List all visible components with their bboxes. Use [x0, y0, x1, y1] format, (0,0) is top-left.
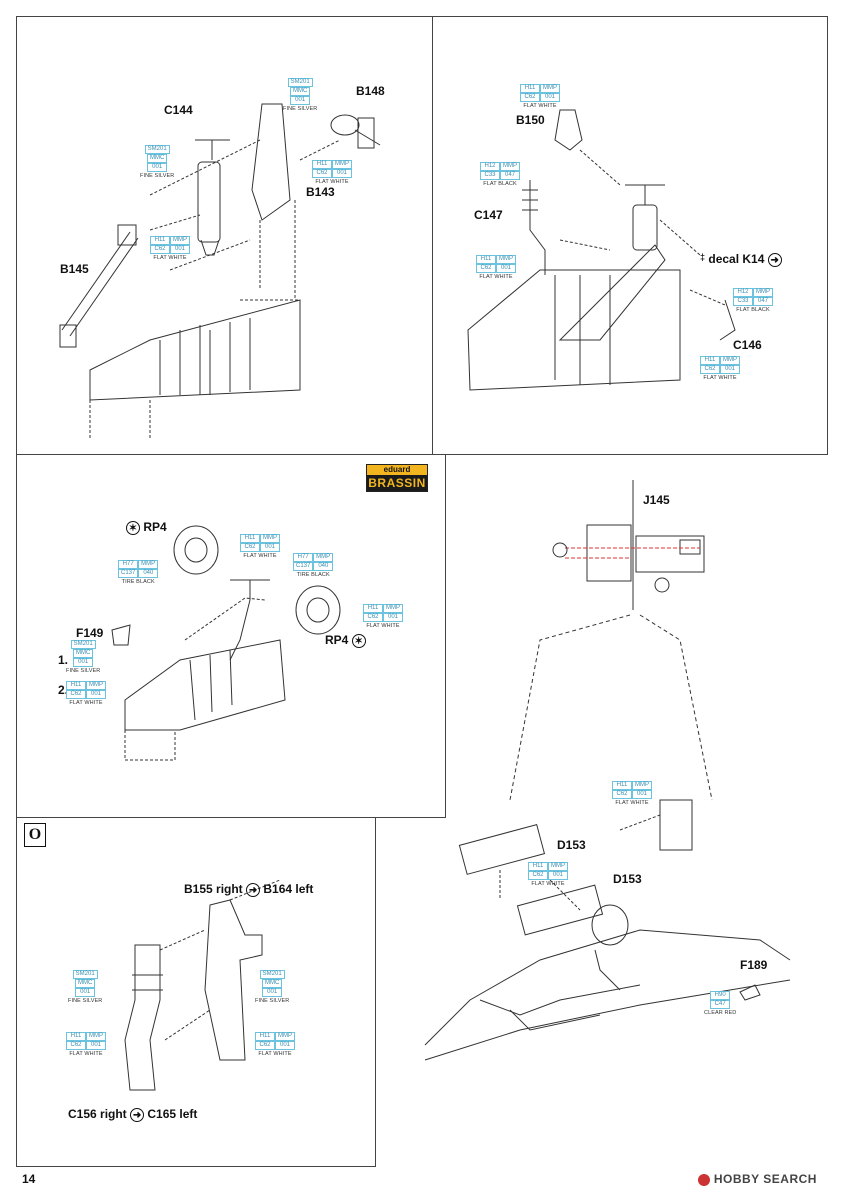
label-step-1: 1. [58, 653, 69, 667]
brassin-logo-top: eduard [367, 465, 427, 475]
label-step-2: 2. [58, 683, 69, 697]
label-f149: F149 [76, 626, 104, 640]
watermark: HOBBY SEARCH [698, 1172, 817, 1186]
decal-dagger: ‡ [700, 252, 706, 262]
decal-k14-text: decal K14 [708, 252, 765, 266]
label-b148: B148 [356, 84, 385, 98]
label-decal-k14: ‡ decal K14 ➜ [700, 252, 782, 267]
label-c144: C144 [164, 103, 193, 117]
label-b145: B145 [60, 262, 89, 276]
brassin-logo-bottom: BRASSIN [367, 475, 427, 491]
arrow-icon: ➜ [130, 1107, 145, 1122]
arrow-icon: ➜ [246, 882, 261, 897]
label-b143: B143 [306, 185, 335, 199]
brassin-logo: eduard BRASSIN [366, 464, 428, 492]
page-number: 14 [22, 1172, 36, 1186]
resin-part-icon: ✶ [126, 520, 140, 535]
label-rp4-bottom: RP4 ✶ [325, 633, 366, 648]
label-d153-b: D153 [613, 872, 642, 886]
label-j145: J145 [643, 493, 670, 507]
label-f189: F189 [740, 958, 768, 972]
label-c146: C146 [733, 338, 762, 352]
label-rp4-top: ✶ RP4 [126, 520, 167, 535]
label-b155-b164: B155 right ➜ B164 left [184, 882, 314, 897]
label-c156-c165: C156 right ➜ C165 left [68, 1107, 198, 1122]
decal-arrow-icon: ➜ [767, 252, 782, 267]
resin-part-icon: ✶ [351, 633, 366, 648]
panel-bottom-left [16, 817, 376, 1167]
label-d153-a: D153 [557, 838, 586, 852]
step-letter: O [24, 823, 46, 847]
label-c147: C147 [474, 208, 503, 222]
panel-top-right [432, 16, 828, 455]
label-b150: B150 [516, 113, 545, 127]
